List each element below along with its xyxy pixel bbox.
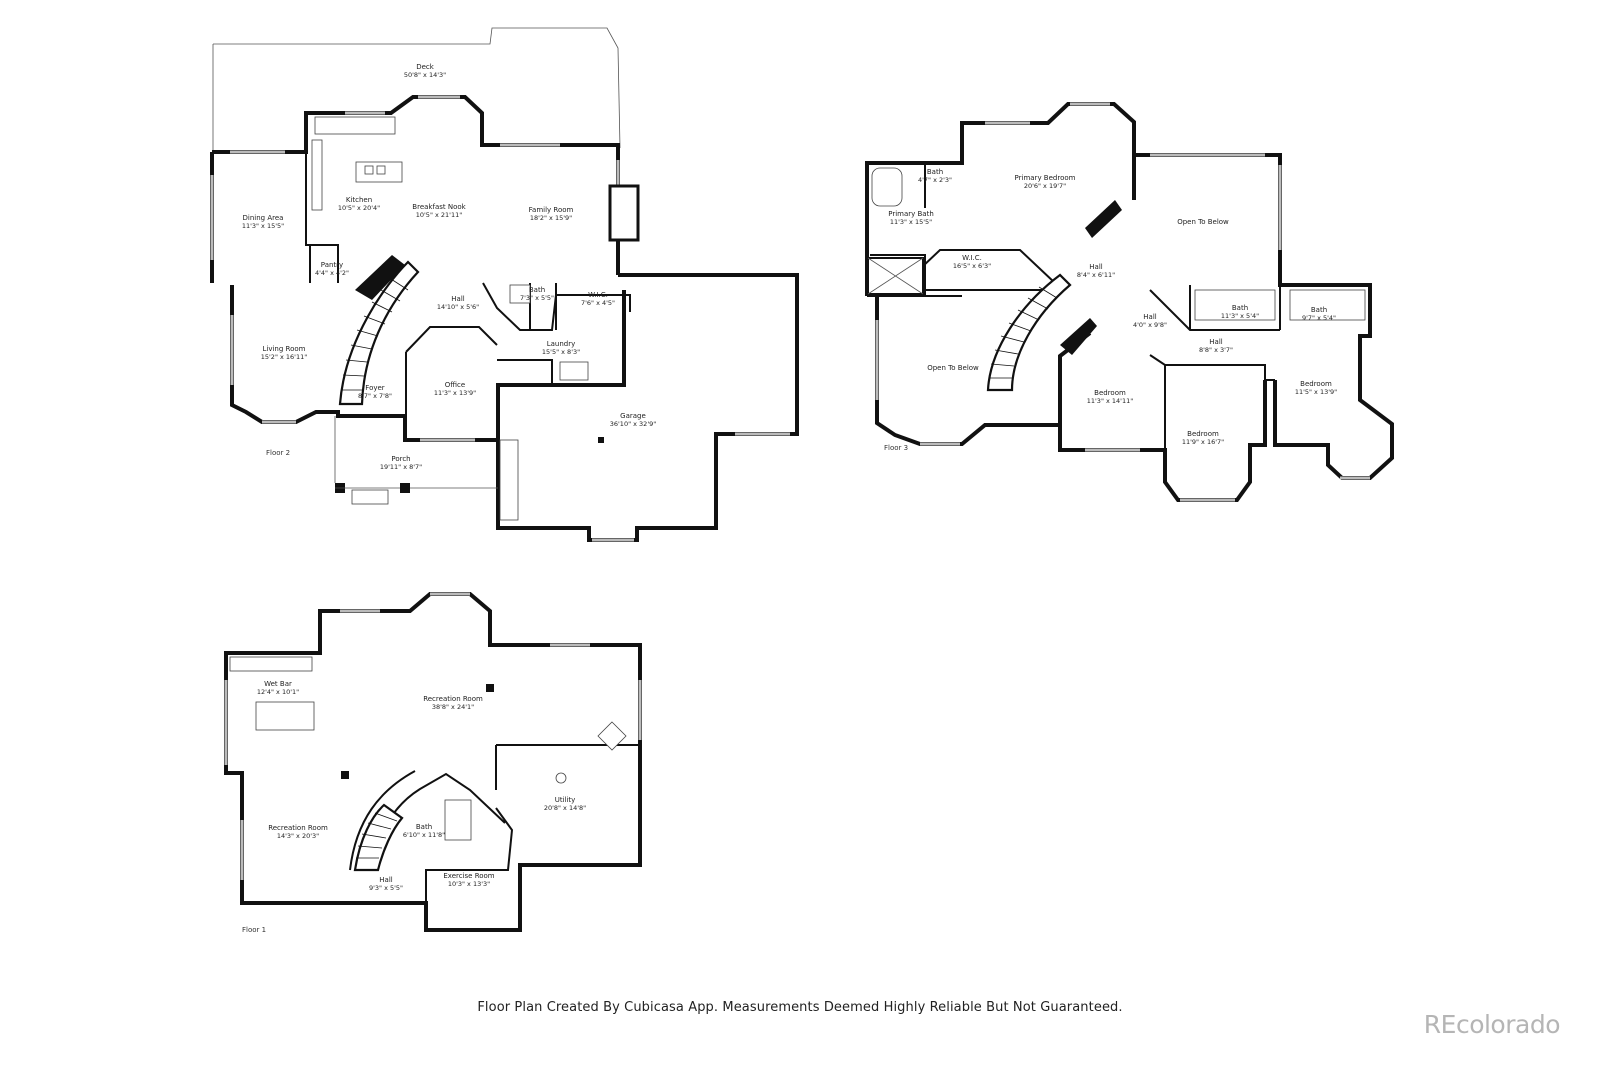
floor-1-windows — [224, 592, 642, 880]
room-dims: 20'8" x 14'8" — [544, 804, 586, 812]
floor-label: Floor 3 — [884, 444, 908, 452]
room-dims: 10'5" x 21'11" — [416, 211, 462, 219]
room-name: Open To Below — [927, 364, 979, 372]
room-name: Hall — [1143, 313, 1156, 321]
room-dims: 4'0" x 9'8" — [1133, 321, 1167, 329]
floor-1-interior-walls — [349, 744, 640, 903]
room-name: Porch — [391, 455, 410, 463]
room-name: Open To Below — [1177, 218, 1229, 226]
room-name: Bath — [1232, 304, 1248, 312]
utility-equipment-icon — [597, 721, 627, 751]
room-dims: 36'10" x 32'9" — [610, 420, 656, 428]
deck-outline — [213, 27, 621, 149]
floor-1-outer-wall — [224, 592, 642, 932]
room-dims: 20'6" x 19'7" — [1024, 182, 1066, 190]
room-name: Deck — [416, 63, 435, 71]
room-dims: 4'4" x 4'2" — [315, 269, 349, 277]
floor-2-plan: Deck 50'8" x 14'3" Kitchen 10'5" x 20'4"… — [210, 27, 799, 542]
room-name: Kitchen — [346, 196, 372, 204]
floor-3-interior-walls — [867, 163, 1281, 450]
room-name: Wet Bar — [264, 680, 292, 688]
room-dims: 11'5" x 13'9" — [1295, 388, 1337, 396]
room-name: Exercise Room — [443, 872, 494, 880]
room-name: Bath — [416, 823, 432, 831]
room-dims: 15'5" x 8'3" — [542, 348, 580, 356]
bathtub-icon — [871, 167, 903, 207]
room-name: Office — [445, 381, 465, 389]
wet-bar-counter — [229, 656, 313, 672]
floor-3-outer-wall — [865, 102, 1394, 502]
disclaimer-footer: Floor Plan Created By Cubicasa App. Meas… — [477, 1000, 1123, 1015]
room-dims: 14'3" x 20'3" — [277, 832, 319, 840]
room-name: Bath — [927, 168, 943, 176]
room-dims: 11'3" x 15'5" — [242, 222, 284, 230]
room-dims: 11'3" x 15'5" — [890, 218, 932, 226]
room-name: Bath — [529, 286, 545, 294]
room-name: Bedroom — [1187, 430, 1219, 438]
room-dims: 12'4" x 10'1" — [257, 688, 299, 696]
curved-stairs-floor-1 — [353, 803, 404, 872]
room-dims: 50'8" x 14'3" — [404, 71, 446, 79]
room-dims: 7'6" x 4'5" — [581, 299, 615, 307]
room-dims: 10'5" x 20'4" — [338, 204, 380, 212]
room-dims: 19'11" x 8'7" — [380, 463, 422, 471]
room-dims: 16'5" x 6'3" — [953, 262, 991, 270]
interior-walls — [305, 150, 631, 440]
room-dims: 4'7" x 2'3" — [918, 176, 952, 184]
room-name: W.I.C. — [962, 254, 982, 262]
room-dims: 15'2" x 16'11" — [261, 353, 307, 361]
room-dims: 14'10" x 5'6" — [437, 303, 479, 311]
room-name: Primary Bath — [888, 210, 934, 218]
floor-2-labels: Deck 50'8" x 14'3" Kitchen 10'5" x 20'4"… — [242, 63, 656, 471]
floor-1-plan: Wet Bar 12'4" x 10'1" Recreation Room 38… — [224, 592, 642, 934]
room-name: Foyer — [365, 384, 385, 392]
room-name: Pantry — [321, 261, 343, 269]
room-dims: 6'10" x 11'8" — [403, 831, 445, 839]
room-name: Bedroom — [1300, 380, 1332, 388]
room-dims: 10'3" x 13'3" — [448, 880, 490, 888]
room-name: Hall — [379, 876, 392, 884]
room-name: Family Room — [529, 206, 574, 214]
curved-stairs-floor-2 — [338, 260, 420, 406]
room-name: Garage — [620, 412, 646, 420]
room-dims: 11'3" x 14'11" — [1087, 397, 1133, 405]
floor-3-windows — [875, 102, 1370, 502]
room-name: Dining Area — [243, 214, 284, 222]
room-name: Hall — [1209, 338, 1222, 346]
room-name: W.I.C. — [588, 291, 608, 299]
curved-stairs-floor-3 — [986, 273, 1072, 392]
fireplace-icon — [608, 184, 640, 242]
floor-1-labels: Wet Bar 12'4" x 10'1" Recreation Room 38… — [242, 680, 586, 934]
room-name: Laundry — [547, 340, 576, 348]
room-name: Recreation Room — [268, 824, 328, 832]
room-dims: 11'9" x 16'7" — [1182, 438, 1224, 446]
room-dims: 18'2" x 15'9" — [530, 214, 572, 222]
room-name: Bath — [1311, 306, 1327, 314]
room-dims: 11'3" x 13'9" — [434, 389, 476, 397]
room-name: Living Room — [263, 345, 306, 353]
room-dims: 9'7" x 5'4" — [1302, 314, 1336, 322]
room-dims: 9'3" x 5'5" — [369, 884, 403, 892]
room-name: Hall — [451, 295, 464, 303]
room-name: Hall — [1089, 263, 1102, 271]
room-dims: 8'8" x 3'7" — [1199, 346, 1233, 354]
floor-label: Floor 2 — [266, 449, 290, 457]
room-dims: 11'3" x 5'4" — [1221, 312, 1259, 320]
room-dims: 8'7" x 7'8" — [358, 392, 392, 400]
room-name: Utility — [555, 796, 576, 804]
room-name: Primary Bedroom — [1015, 174, 1076, 182]
floor-3-labels: Bath 4'7" x 2'3" Primary Bedroom 20'6" x… — [884, 168, 1337, 452]
floor-3-plan: Bath 4'7" x 2'3" Primary Bedroom 20'6" x… — [865, 102, 1394, 502]
room-dims: 38'8" x 24'1" — [432, 703, 474, 711]
brand-logo: REcolorado — [1423, 1010, 1561, 1039]
room-dims: 8'4" x 6'11" — [1077, 271, 1115, 279]
room-name: Breakfast Nook — [412, 203, 466, 211]
room-name: Recreation Room — [423, 695, 483, 703]
room-dims: 7'3" x 5'5" — [520, 294, 554, 302]
room-name: Bedroom — [1094, 389, 1126, 397]
floor-label: Floor 1 — [242, 926, 266, 934]
